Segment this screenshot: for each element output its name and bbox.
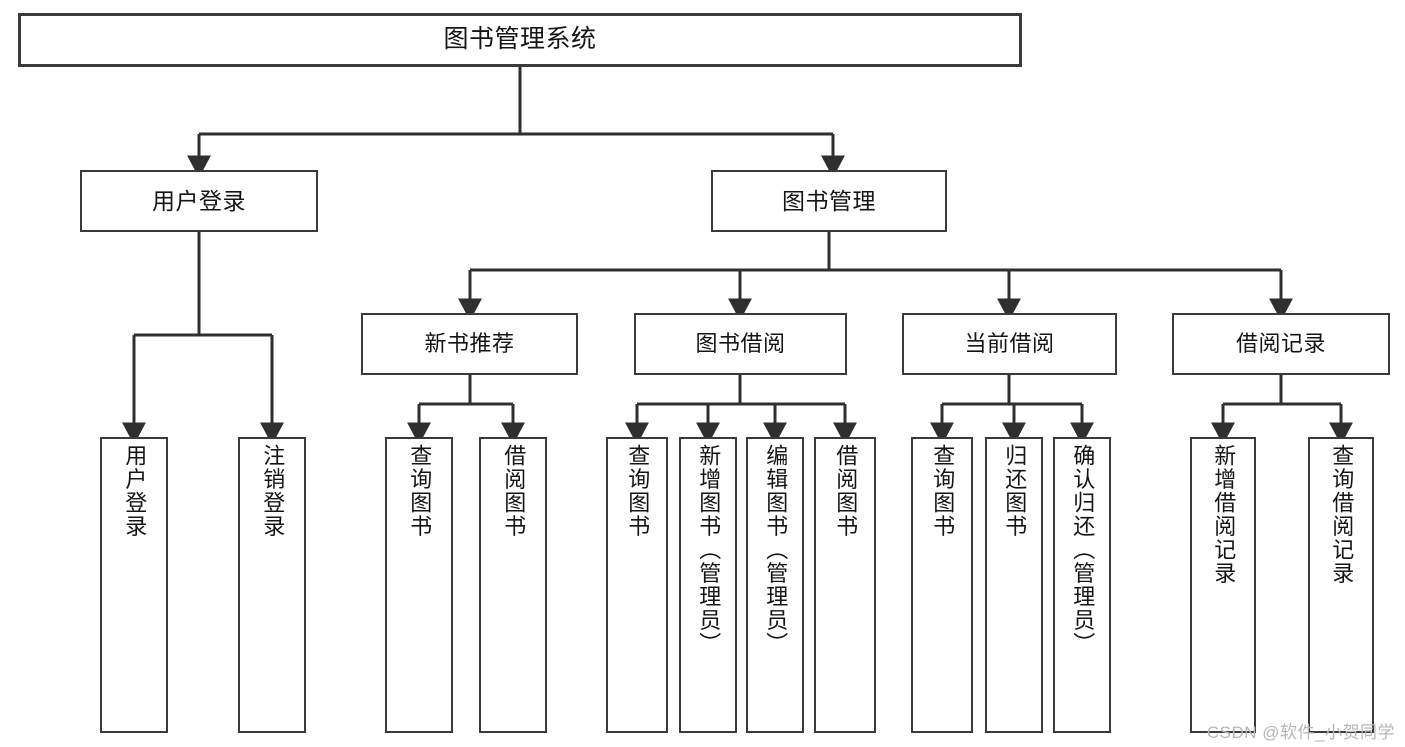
node-leaf-return-book[interactable]: 归还图书	[985, 437, 1043, 733]
node-book-manage[interactable]: 图书管理	[711, 170, 947, 232]
node-label: 新增图书（管理员）	[696, 444, 722, 656]
node-label: 查询图书	[930, 444, 956, 538]
node-label: 归还图书	[1002, 444, 1028, 538]
node-leaf-query-record[interactable]: 查询借阅记录	[1308, 437, 1374, 733]
node-label: 图书借阅	[695, 331, 786, 357]
node-leaf-user-login[interactable]: 用户登录	[100, 437, 168, 733]
node-label: 编辑图书（管理员）	[763, 444, 789, 656]
node-leaf-logout[interactable]: 注销登录	[238, 437, 306, 733]
node-leaf-query-book-2[interactable]: 查询图书	[606, 437, 668, 733]
node-root-system[interactable]: 图书管理系统	[18, 13, 1022, 67]
node-label: 确认归还（管理员）	[1070, 444, 1096, 656]
node-leaf-add-book[interactable]: 新增图书（管理员）	[679, 437, 737, 733]
node-label: 新书推荐	[424, 331, 515, 357]
node-label: 用户登录	[152, 187, 246, 214]
node-label: 借阅图书	[501, 444, 527, 538]
node-label: 借阅图书	[833, 444, 859, 538]
node-label: 借阅记录	[1235, 331, 1326, 357]
node-leaf-confirm-return[interactable]: 确认归还（管理员）	[1053, 437, 1111, 733]
node-label: 查询借阅记录	[1329, 444, 1355, 585]
node-label: 新增借阅记录	[1211, 444, 1237, 585]
node-label: 图书管理	[782, 187, 876, 214]
node-leaf-query-book-3[interactable]: 查询图书	[911, 437, 973, 733]
node-leaf-add-record[interactable]: 新增借阅记录	[1190, 437, 1256, 733]
node-leaf-borrow-book-1[interactable]: 借阅图书	[479, 437, 547, 733]
node-label: 当前借阅	[964, 331, 1055, 357]
node-current-borrow[interactable]: 当前借阅	[902, 313, 1117, 375]
node-leaf-edit-book[interactable]: 编辑图书（管理员）	[746, 437, 804, 733]
node-user-login[interactable]: 用户登录	[80, 170, 318, 232]
node-label: 注销登录	[260, 444, 286, 538]
node-label: 查询图书	[625, 444, 651, 538]
node-leaf-borrow-book-2[interactable]: 借阅图书	[814, 437, 876, 733]
node-label: 用户登录	[122, 444, 148, 538]
node-new-book-recommend[interactable]: 新书推荐	[361, 313, 578, 375]
node-label: 图书管理系统	[443, 25, 597, 54]
node-leaf-query-book-1[interactable]: 查询图书	[385, 437, 453, 733]
node-borrow-record[interactable]: 借阅记录	[1172, 313, 1390, 375]
watermark: CSDN @软件_小贺同学	[1206, 723, 1395, 742]
node-label: 查询图书	[407, 444, 433, 538]
node-book-borrow[interactable]: 图书借阅	[634, 313, 847, 375]
